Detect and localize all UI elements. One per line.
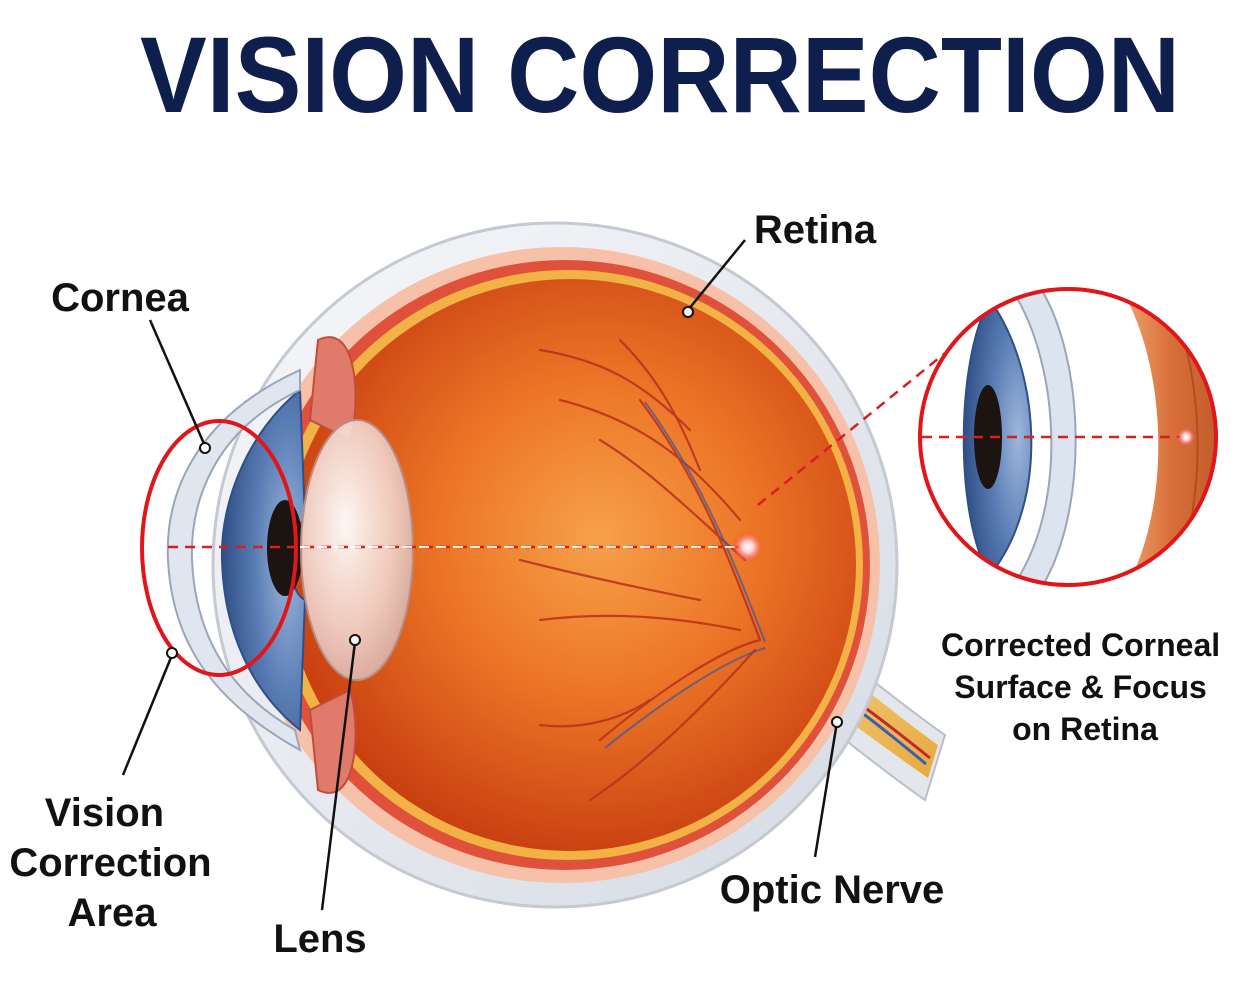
page-title: VISION CORRECTION xyxy=(140,14,1180,135)
vision-correction-ring xyxy=(140,419,298,677)
lens-graphic xyxy=(300,419,414,681)
retinal-blood-vessels xyxy=(518,338,762,802)
label-cornea: Cornea xyxy=(51,276,190,320)
retina-focus-point xyxy=(732,531,764,563)
leader-line-cornea xyxy=(148,319,207,447)
leader-line-optic-nerve xyxy=(813,721,839,858)
leader-line-vision-correction xyxy=(121,654,174,776)
label-retina: Retina xyxy=(754,208,877,252)
inset-connector xyxy=(757,344,956,506)
inset-caption: Corrected Corneal Surface & Focus on Ret… xyxy=(941,627,1229,747)
magnified-inset xyxy=(918,287,1218,587)
vitreous-chamber xyxy=(284,279,856,851)
label-lens: Lens xyxy=(273,917,366,961)
label-optic-nerve: Optic Nerve xyxy=(720,868,945,912)
label-vision-correction-area: Vision Correction Area xyxy=(9,791,222,935)
leader-line-lens xyxy=(320,641,357,911)
cornea-graphic xyxy=(166,368,302,752)
leader-line-retina xyxy=(687,239,746,311)
ciliary-body xyxy=(308,336,357,794)
